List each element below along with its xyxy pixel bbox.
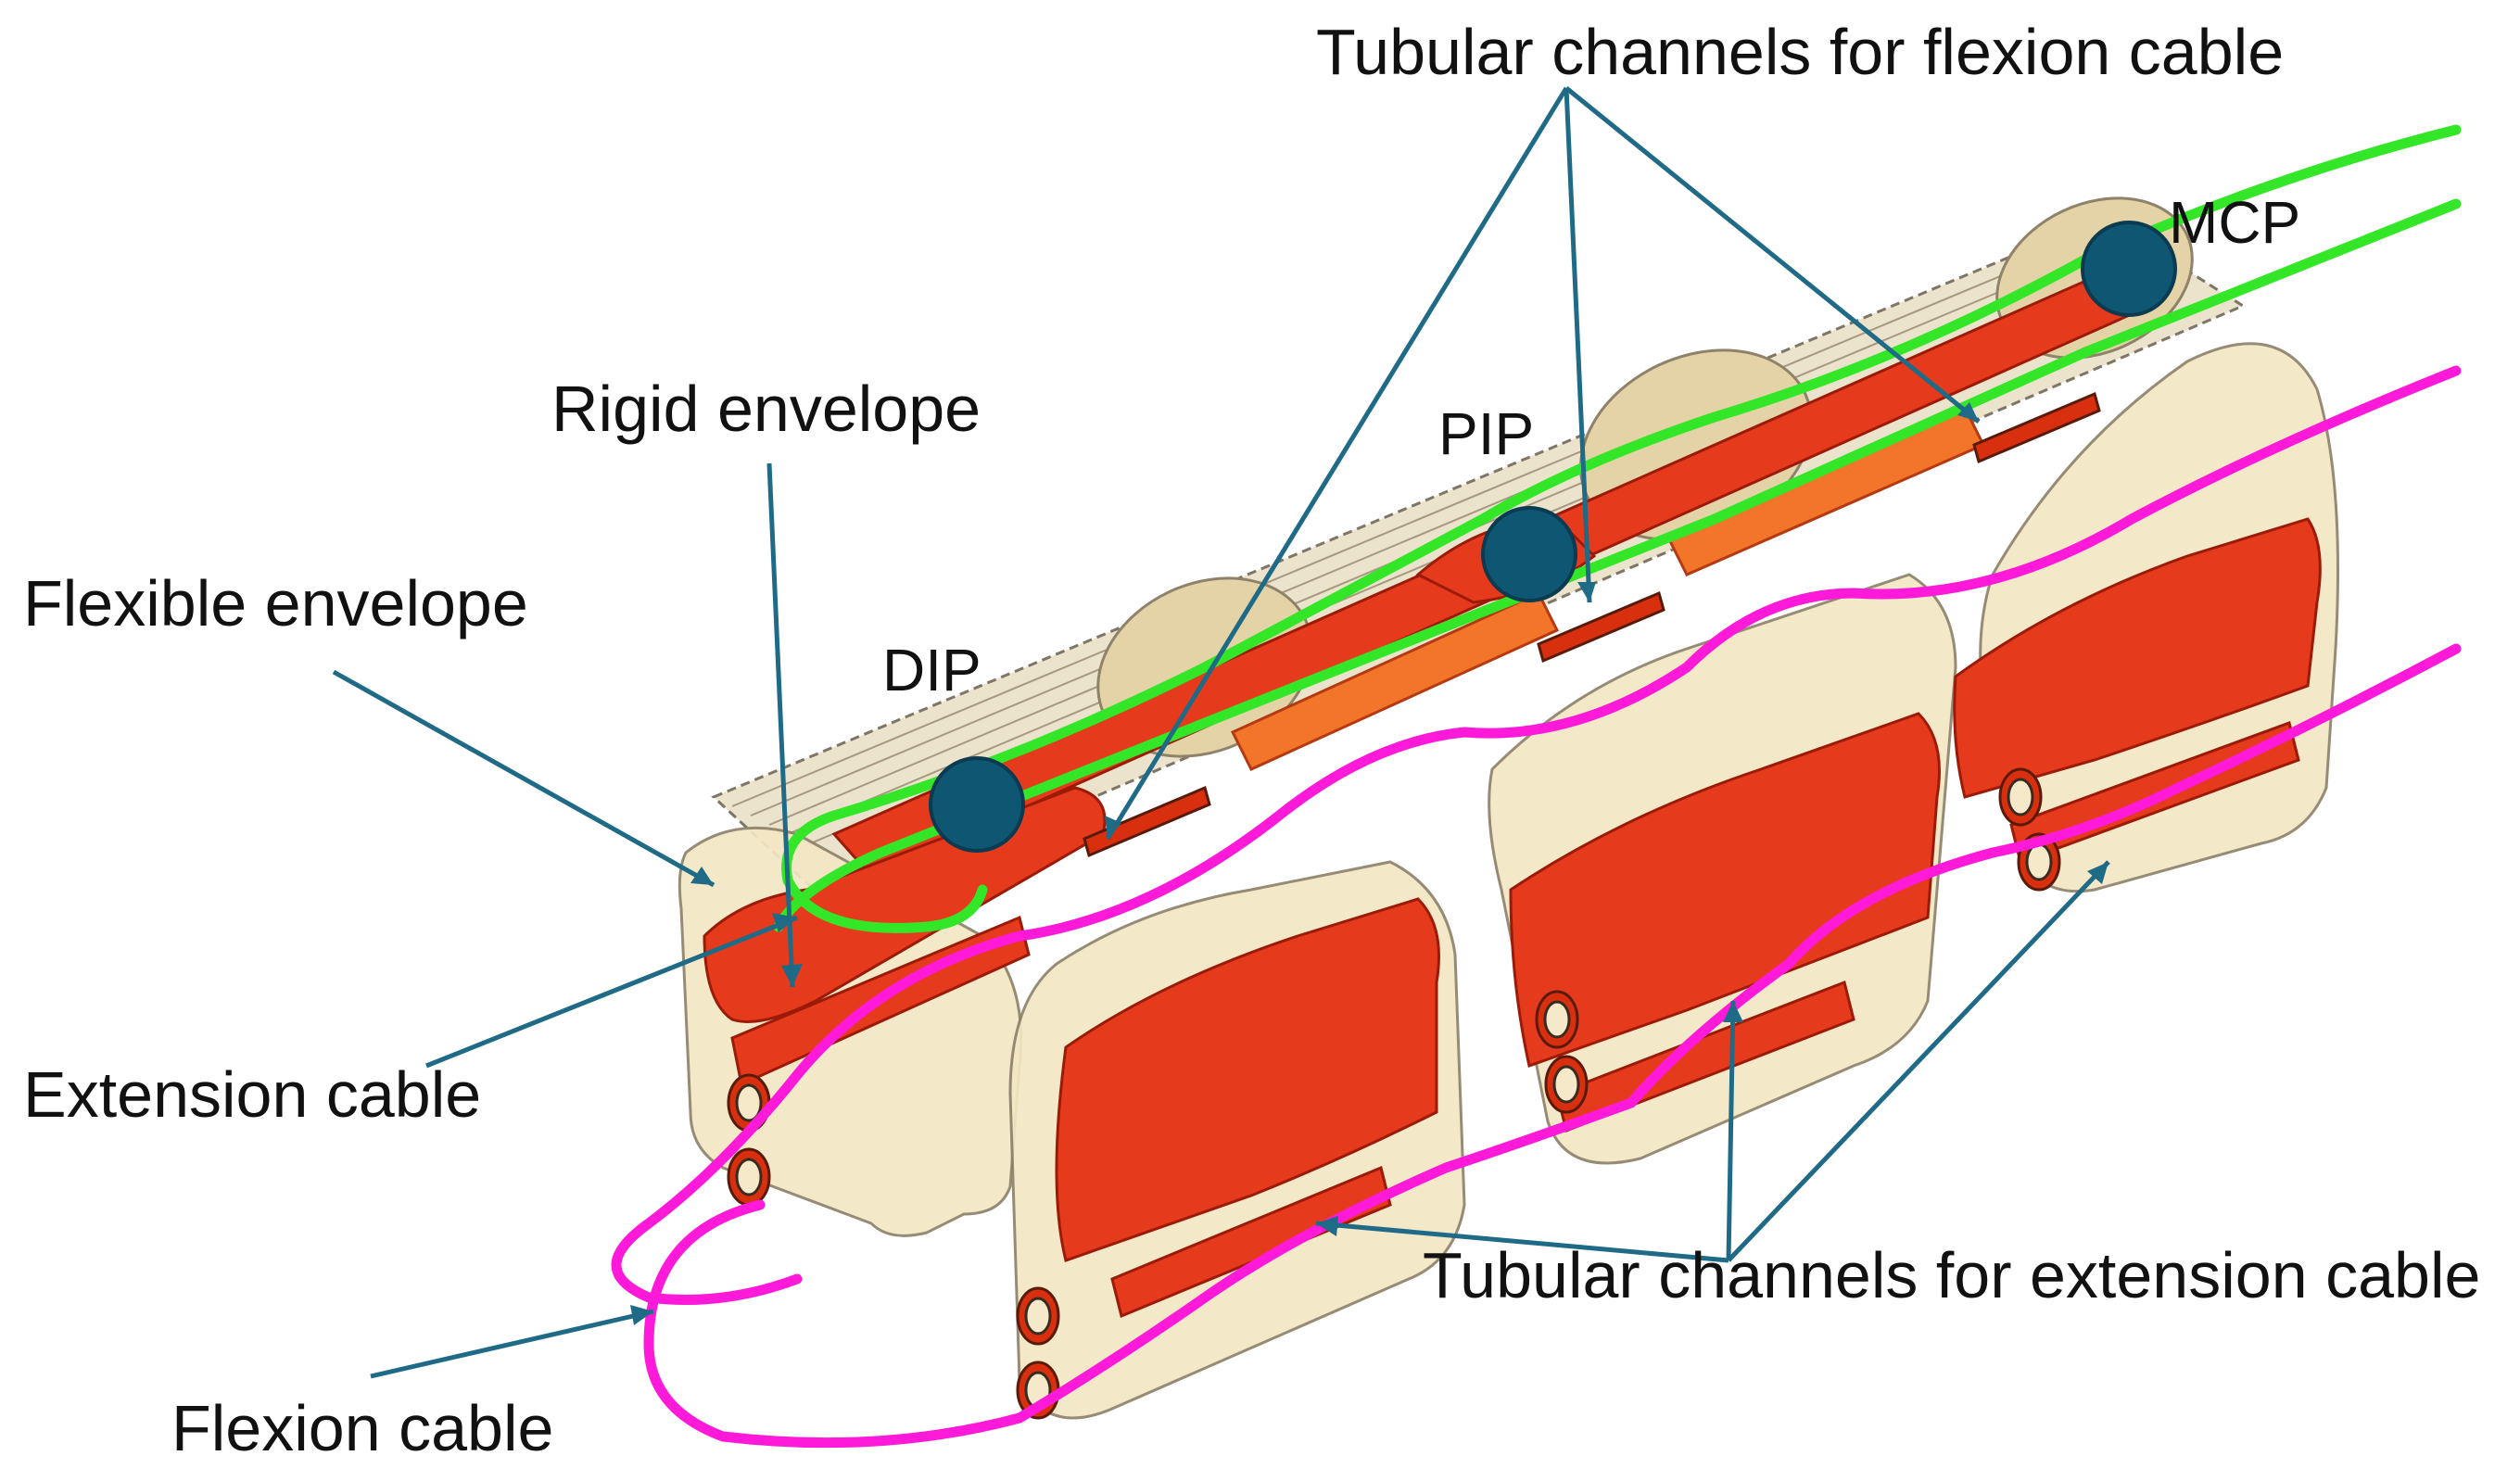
joint-markers xyxy=(929,221,2177,853)
label-pip: PIP xyxy=(1438,400,1534,467)
annotation-labels: Tubular channels for flexion cable Rigid… xyxy=(23,16,2480,1464)
label-mcp: MCP xyxy=(2169,189,2300,256)
pip-joint-marker xyxy=(1481,506,1577,602)
label-flexible-envelope: Flexible envelope xyxy=(23,567,528,639)
label-tubular-flexion: Tubular channels for flexion cable xyxy=(1316,16,2284,88)
label-dip: DIP xyxy=(882,637,981,703)
label-flexion-cable: Flexion cable xyxy=(171,1392,553,1464)
leader-lines xyxy=(332,86,2110,1379)
mcp-joint-marker xyxy=(2081,221,2177,317)
dip-joint-marker xyxy=(929,756,1025,853)
label-tubular-extension: Tubular channels for extension cable xyxy=(1423,1239,2480,1311)
flexion-cable-path xyxy=(611,365,2462,1449)
label-extension-cable: Extension cable xyxy=(23,1058,481,1131)
label-rigid-envelope: Rigid envelope xyxy=(551,373,981,445)
